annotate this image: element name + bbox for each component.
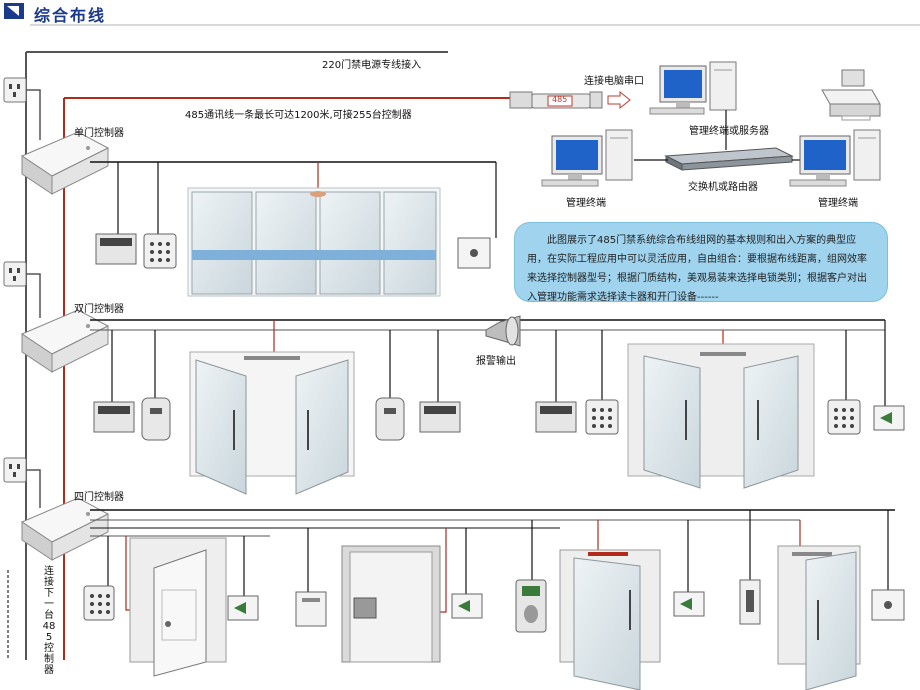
card-reader xyxy=(95,233,137,265)
rs485-trunk xyxy=(7,97,510,660)
power-socket xyxy=(3,457,41,508)
exit-button xyxy=(457,237,491,269)
exit-button xyxy=(871,589,905,621)
card-reader xyxy=(419,401,461,433)
exit-switch xyxy=(227,595,259,621)
proximity-reader xyxy=(375,397,405,441)
printer xyxy=(821,69,881,121)
power-line-label: 220门禁电源专线接入 xyxy=(322,60,422,71)
switch-router xyxy=(634,110,808,171)
card-reader xyxy=(295,591,327,627)
double-swing-glass-door xyxy=(627,343,815,489)
alarm-output-label: 报警输出 xyxy=(476,356,516,367)
page-title: 综合布线 xyxy=(34,6,107,25)
exit-switch xyxy=(673,591,705,617)
double-swing-door xyxy=(189,351,355,495)
terminal-right xyxy=(789,129,881,187)
sliding-glass-door xyxy=(187,187,441,297)
steel-door xyxy=(341,545,441,663)
single-controller-label: 单门控制器 xyxy=(74,128,124,139)
alarm-horn xyxy=(485,315,521,347)
exit-switch xyxy=(451,593,483,619)
proximity-reader xyxy=(141,397,171,441)
double-door-controller xyxy=(20,309,110,373)
next-controller-label: 连接下一台485控制器 xyxy=(42,566,56,676)
card-reader xyxy=(93,401,135,433)
wooden-door xyxy=(129,537,227,677)
keypad-reader xyxy=(143,233,177,269)
terminal-right-label: 管理终端 xyxy=(818,198,858,209)
four-controller-bus xyxy=(90,509,895,613)
title-underline xyxy=(30,24,920,26)
mgmt-server-label: 管理终端或服务器 xyxy=(689,126,769,137)
keypad-reader xyxy=(827,399,861,435)
terminal-left xyxy=(541,129,633,187)
single-controller-bus xyxy=(90,161,497,238)
four-door-controller xyxy=(20,497,110,561)
server-terminal xyxy=(649,61,737,115)
four-controller-label: 四门控制器 xyxy=(74,492,124,503)
converter-label: 485 xyxy=(552,95,568,104)
switch-label: 交换机或路由器 xyxy=(688,182,758,193)
power-trunk xyxy=(25,51,448,660)
keypad-reader xyxy=(585,399,619,435)
card-reader xyxy=(535,401,577,433)
double-controller-label: 双门控制器 xyxy=(74,304,124,315)
glass-door xyxy=(559,549,661,690)
exit-switch xyxy=(873,405,905,431)
fingerprint-reader xyxy=(515,579,547,633)
glass-door xyxy=(777,545,861,690)
keypad-reader xyxy=(83,585,115,621)
terminal-left-label: 管理终端 xyxy=(566,198,606,209)
pc-serial-label: 连接电脑串口 xyxy=(584,76,644,87)
rs485-line-label: 485通讯线一条最长可达1200米,可接255台控制器 xyxy=(185,110,412,121)
power-socket xyxy=(3,261,41,318)
rs485-converter xyxy=(509,90,631,110)
arrow-logo-icon xyxy=(4,3,24,19)
magnetic-lock-reader xyxy=(739,579,761,625)
single-door-controller xyxy=(20,131,110,195)
power-socket xyxy=(3,77,41,140)
header: 综合布线 xyxy=(0,0,920,26)
description-note: 此图展示了485门禁系统综合布线组网的基本规则和出入方案的典型应用，在实际工程应… xyxy=(514,222,888,303)
